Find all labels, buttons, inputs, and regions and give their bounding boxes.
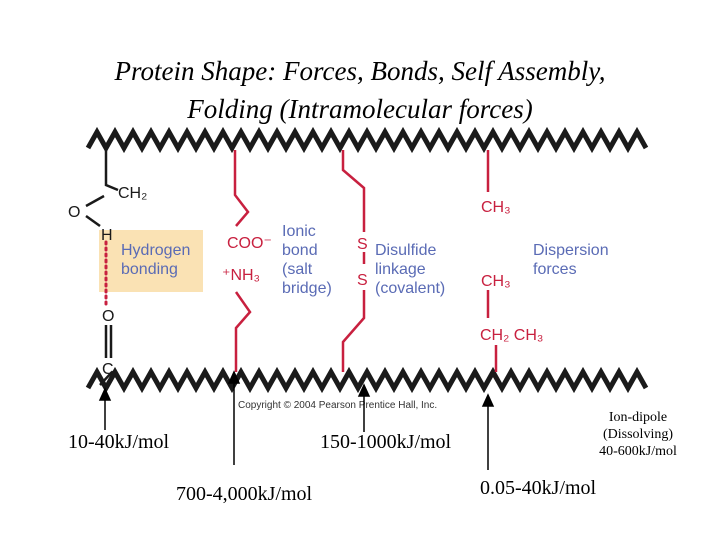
energy-ionic: 700-4,000kJ/mol xyxy=(176,483,313,505)
atom-c-bottom: C xyxy=(102,361,114,378)
ion-dipole-note: Ion-dipole (Dissolving) 40-600kJ/mol xyxy=(578,409,698,460)
atom-ch3-mid: CH₃ xyxy=(481,273,511,290)
hbond-c-link xyxy=(99,371,113,386)
title-line-1: Protein Shape: Forces, Bonds, Self Assem… xyxy=(114,56,606,86)
atom-ch2-top: CH₂ xyxy=(118,185,147,202)
atom-o-left: O xyxy=(68,204,80,221)
energy-disulfide: 150-1000kJ/mol xyxy=(320,431,452,453)
atom-s-bottom: S xyxy=(357,272,368,289)
atom-nh3: ⁺NH₃ xyxy=(222,267,260,284)
backbone-bottom xyxy=(85,366,649,394)
arrow-disulfide-head xyxy=(357,383,371,397)
copyright-text: Copyright © 2004 Pearson Prentice Hall, … xyxy=(238,400,437,411)
label-ionic-3: (salt xyxy=(282,261,313,278)
atom-h-left: H xyxy=(101,227,113,244)
energy-hbond: 10-40kJ/mol xyxy=(68,431,170,453)
energy-dispersion: 0.05-40kJ/mol xyxy=(480,477,597,499)
atom-s-top: S xyxy=(357,236,368,253)
arrow-hbond-head xyxy=(98,387,112,401)
ionic-chain-bottom xyxy=(234,291,252,372)
atom-ch2ch3: CH₂ CH₃ xyxy=(480,327,543,344)
ion-dipole-line-1: Ion-dipole xyxy=(608,410,668,425)
title-line-2: Folding (Intramolecular forces) xyxy=(187,94,533,124)
label-hydrogen-1: Hydrogen xyxy=(121,242,190,259)
hbond-chain-oh xyxy=(85,214,101,228)
hbond-chain-top xyxy=(104,150,119,192)
hbond-highlight xyxy=(99,230,203,292)
disulfide-chain-top xyxy=(341,150,366,232)
arrow-dispersion-head xyxy=(481,393,495,407)
label-dispersion-1: Dispersion xyxy=(533,242,609,259)
label-ionic-1: Ionic xyxy=(282,223,316,240)
label-disulfide-2: linkage xyxy=(375,261,426,278)
label-hydrogen-2: bonding xyxy=(121,261,178,278)
label-disulfide-3: (covalent) xyxy=(375,280,445,297)
label-ionic-4: bridge) xyxy=(282,280,332,297)
atom-ch3-top: CH₃ xyxy=(481,199,511,216)
arrow-ionic-head xyxy=(227,370,241,384)
atom-coo: COO⁻ xyxy=(227,235,272,252)
ion-dipole-line-2: (Dissolving) xyxy=(603,427,673,442)
label-disulfide-1: Disulfide xyxy=(375,242,436,259)
atom-o-bottom: O xyxy=(102,308,114,325)
ionic-chain-top xyxy=(233,150,250,227)
hbond-chain-o-link xyxy=(85,194,105,208)
ion-dipole-line-3: 40-600kJ/mol xyxy=(599,444,677,459)
label-dispersion-2: forces xyxy=(533,261,577,278)
disulfide-chain-bottom xyxy=(341,290,366,372)
label-ionic-2: bond xyxy=(282,242,318,259)
slide-title: Protein Shape: Forces, Bonds, Self Assem… xyxy=(0,52,720,128)
backbone-top xyxy=(85,126,649,154)
